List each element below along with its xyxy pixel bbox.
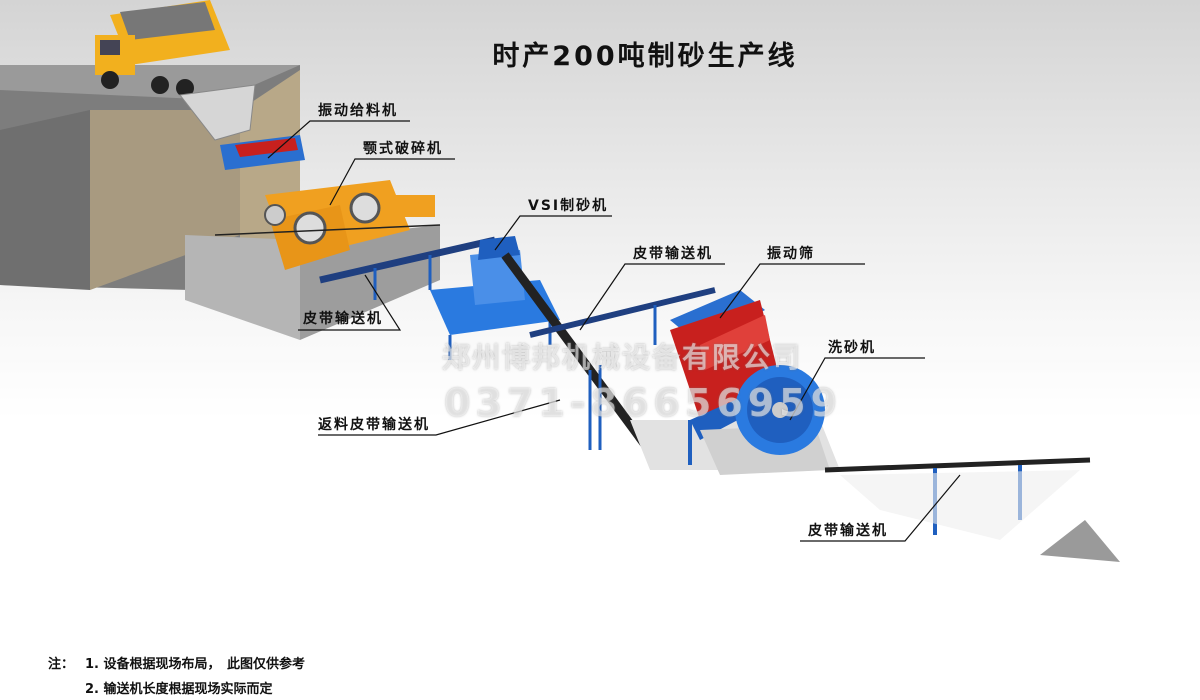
watermark-phone: 0371-86656959	[444, 381, 843, 425]
label-vibrating-screen: 振动筛	[767, 246, 815, 262]
label-vsi: VSI制砂机	[528, 198, 609, 214]
dump-truck	[95, 0, 230, 97]
jaw-crusher-machine	[214, 180, 441, 270]
label-feeder: 振动给料机	[318, 103, 398, 119]
label-return-conveyor: 返料皮带输送机	[318, 417, 430, 433]
label-belt-conveyor-bottom: 皮带输送机	[808, 523, 888, 539]
label-leader-lines	[267, 120, 961, 542]
sand-washer	[700, 365, 830, 475]
label-jaw-crusher: 颚式破碎机	[363, 141, 443, 157]
watermark-company: 郑州博邦机械设备有限公司	[442, 341, 803, 374]
page-title: 时产200吨制砂生产线	[492, 41, 798, 72]
notes-prefix: 注：	[48, 657, 75, 672]
sand-pile	[1040, 520, 1120, 562]
note-line-2: 2. 输送机长度根据现场实际而定	[85, 682, 273, 697]
note-line-1: 1. 设备根据现场布局， 此图仅供参考	[85, 657, 306, 672]
label-sand-washer: 洗砂机	[828, 340, 876, 356]
label-belt-conveyor-left: 皮带输送机	[303, 311, 383, 327]
belt-conveyor-bottom	[824, 457, 1091, 540]
belt-conveyor-left	[319, 236, 496, 300]
belt-conveyor-mid	[529, 287, 716, 345]
label-belt-conveyor-mid: 皮带输送机	[633, 246, 713, 262]
